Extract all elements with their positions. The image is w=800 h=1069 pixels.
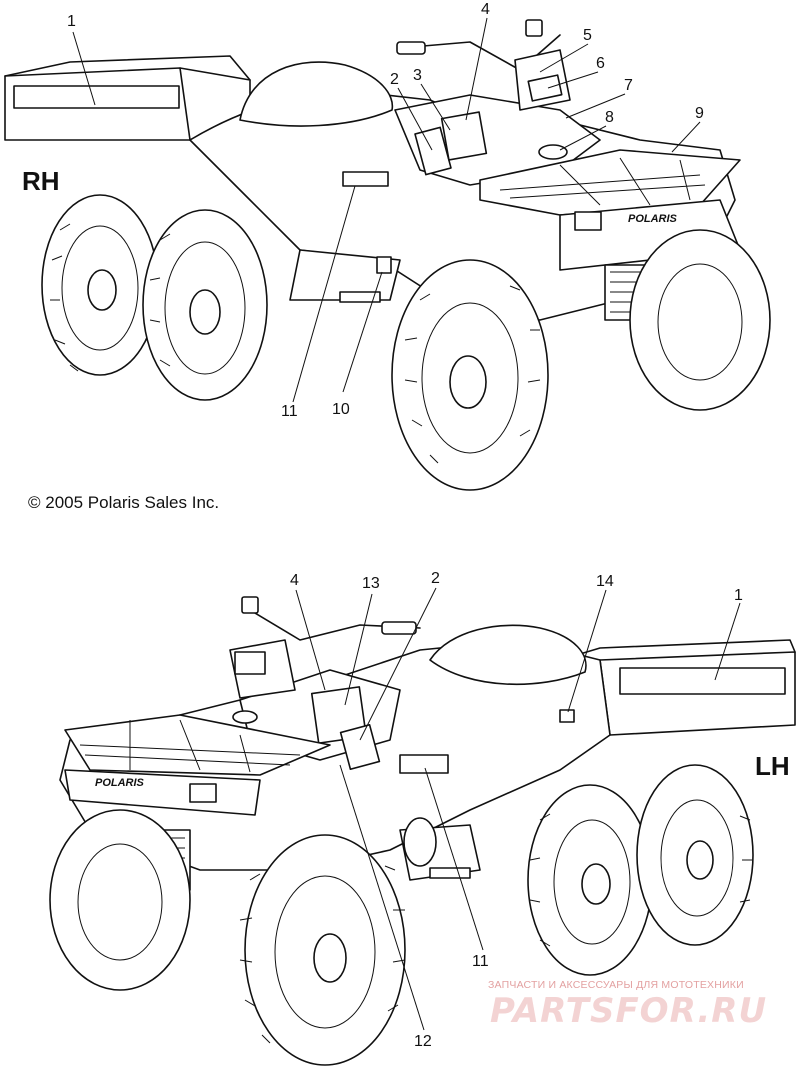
callout-1-lh: 1 [734, 587, 743, 604]
callout-leaders-rh [72, 17, 701, 403]
decal-1-rh [13, 85, 180, 109]
callout-2-rh: 2 [390, 71, 399, 88]
atv-rh-illustration: POLARIS [4, 19, 771, 491]
polaris-decal-lh: POLARIS [95, 777, 145, 789]
copyright-text: © 2005 Polaris Sales Inc. [28, 493, 219, 512]
callout-13-lh: 14 [596, 573, 614, 590]
callout-10-rh: 10 [332, 401, 350, 418]
decal-6-rh [527, 74, 563, 102]
decal-badge-lh [189, 783, 217, 803]
side-label-lh: LH [755, 751, 790, 781]
polaris-decal-rh: POLARIS [628, 213, 678, 225]
callout-9-rh: 9 [695, 105, 704, 122]
callout-6-rh: 6 [596, 55, 605, 72]
callout-numbers-lh: 4 13 2 14 1 11 12 [290, 570, 743, 1050]
callout-14-lh: 12 [414, 1033, 432, 1050]
callout-leaders-lh [295, 587, 741, 1031]
callout-4-lh: 4 [290, 572, 299, 589]
watermark-logo: PARTSFOR.RU [490, 991, 767, 1031]
decal-4-rh [440, 111, 488, 161]
callout-8-rh: 8 [605, 109, 614, 126]
callout-2-lh: 2 [431, 570, 440, 587]
decal-13-lh [559, 709, 575, 723]
decal-11-lh [399, 754, 449, 774]
watermark-tagline: ЗАПЧАСТИ И АКСЕССУАРЫ ДЛЯ МОТОТЕХНИКИ [488, 979, 744, 991]
side-label-rh: RH [22, 166, 60, 196]
watermark: ЗАПЧАСТИ И АКСЕССУАРЫ ДЛЯ МОТОТЕХНИКИ PA… [488, 979, 767, 1031]
decal-badge-rh [574, 211, 602, 231]
decal-1-lh [619, 667, 786, 695]
callout-4-rh: 4 [481, 1, 490, 18]
callout-11-lh: 11 [472, 953, 489, 970]
callout-7-rh: 7 [624, 77, 633, 94]
callout-numbers-rh: 1 2 3 4 5 6 7 8 9 10 11 [67, 1, 704, 420]
headlight-lh [234, 651, 266, 675]
callout-5-rh: 5 [583, 27, 592, 44]
callout-3-rh: 3 [413, 67, 422, 84]
decal-8-rh [538, 144, 568, 160]
decal-11-rh [342, 171, 389, 187]
decal-2-rh [414, 126, 452, 176]
decal-10-rh [376, 256, 392, 274]
callout-1-rh: 1 [67, 13, 76, 30]
atv-lh-illustration: POLARIS [49, 596, 796, 1066]
callout-12-lh: 13 [362, 575, 380, 592]
callout-11-rh: 11 [281, 403, 298, 420]
decal-2-lh [339, 723, 381, 771]
